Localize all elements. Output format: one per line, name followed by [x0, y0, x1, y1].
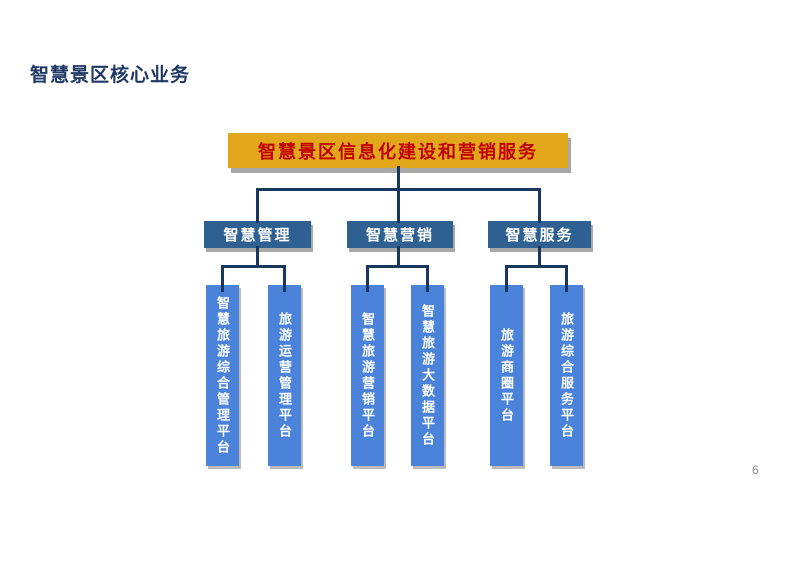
connector-line — [283, 265, 286, 292]
leaf-node-tourism-marketing-platform: 智慧旅游营销平台 — [351, 285, 384, 466]
connector-line — [366, 265, 429, 268]
connector-line — [397, 246, 400, 268]
connector-line — [221, 265, 286, 268]
connector-line — [256, 246, 259, 268]
connector-line — [397, 188, 400, 223]
connector-line — [221, 265, 224, 292]
connector-line — [538, 246, 541, 268]
connector-line — [538, 188, 541, 223]
leaf-node-big-data-platform: 智慧旅游大数据平台 — [411, 285, 444, 466]
connector-line — [426, 265, 429, 292]
connector-line — [505, 265, 568, 268]
leaf-node-operation-management-platform: 旅游运营管理平台 — [268, 285, 301, 466]
connector-line — [397, 166, 400, 191]
connector-line — [366, 265, 369, 292]
connector-line — [505, 265, 508, 292]
page-number: 6 — [752, 463, 759, 477]
leaf-node-integrated-service-platform: 旅游综合服务平台 — [550, 285, 583, 466]
root-node: 智慧景区信息化建设和营销服务 — [228, 133, 568, 168]
branch-node-service: 智慧服务 — [488, 221, 591, 248]
leaf-node-business-circle-platform: 旅游商圈平台 — [490, 285, 523, 466]
branch-node-marketing: 智慧营销 — [347, 221, 453, 248]
connector-line — [256, 188, 259, 223]
connector-line — [565, 265, 568, 292]
slide-title: 智慧景区核心业务 — [30, 65, 191, 86]
branch-node-management: 智慧管理 — [204, 221, 311, 248]
leaf-node-integrated-management-platform: 智慧旅游综合管理平台 — [206, 285, 239, 466]
